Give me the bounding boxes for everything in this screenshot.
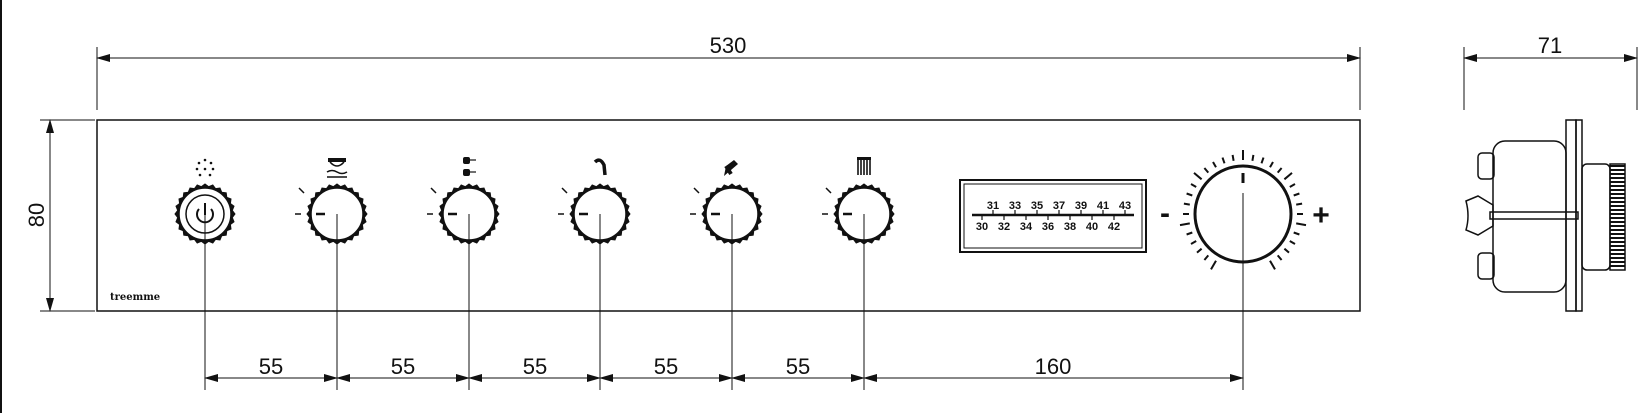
scale-tick-label-bottom: 30 [976,221,988,233]
thermostat-plus: + [1312,199,1330,232]
knob-outlet-3[interactable] [558,158,631,245]
scale-tick-label-top: 41 [1097,200,1109,212]
scale-tick-label-bottom: 32 [998,221,1010,233]
panel-outline [96,119,1361,312]
connector-bottom [1477,252,1495,280]
on-mark [561,187,568,194]
height-label: 80 [24,203,49,227]
scale-tick-label-top: 35 [1031,200,1043,212]
scale-tick-label-top: 31 [987,200,999,212]
side-view: 71 [1463,33,1638,312]
thermostat-dial[interactable]: - + [1160,150,1330,270]
scale-tick-label-bottom: 38 [1064,221,1076,233]
spacing-label-2: 55 [391,354,415,379]
scale-bottom-row: 30 32 34 36 38 40 42 [976,215,1120,233]
housing-body [1492,140,1567,293]
scale-tick-label-top: 43 [1119,200,1131,212]
middle-valve [1465,195,1494,236]
shower-spray-icon [195,158,215,177]
spacing-label-5: 55 [786,354,810,379]
thermostat-tick-ring [1179,150,1307,270]
scale-tick-label-bottom: 40 [1086,221,1098,233]
on-mark [693,187,700,194]
dial-knurl [1609,163,1626,271]
spacing-label-1: 55 [259,354,283,379]
depth-dimension: 71 [1463,33,1638,110]
scale-top-row: 31 33 35 37 39 41 43 [987,200,1131,215]
spacing-label-3: 55 [523,354,547,379]
on-mark [430,187,437,194]
overall-width-label: 530 [710,33,747,58]
scale-tick-label-top: 39 [1075,200,1087,212]
depth-label: 71 [1538,33,1562,58]
knob-outlet-1[interactable] [295,158,368,245]
knob-outlet-4[interactable] [690,160,763,245]
panel-face-side [1575,119,1583,312]
scale-tick-label-top: 33 [1009,200,1021,212]
scale-tick-label-bottom: 34 [1020,221,1033,233]
scale-tick-label-bottom: 42 [1108,221,1120,233]
brand-logo: treemme [110,292,160,303]
on-mark [825,187,832,194]
connector-top [1477,152,1495,180]
scale-tick-label-bottom: 36 [1042,221,1054,233]
width-dimension: 530 [96,33,1361,110]
knob-outlet-2[interactable] [427,157,500,245]
scale-tick-label-top: 37 [1053,200,1065,212]
thermostat-minus: - [1160,197,1170,230]
dial-knob-side [1581,163,1611,271]
spacing-label-6: 160 [1035,354,1072,379]
panel-plate-side [1565,119,1577,312]
height-dimension: 80 [24,119,95,312]
spacing-label-4: 55 [654,354,678,379]
centre-shaft [1489,211,1579,220]
centre-lines [204,193,1244,390]
knob-outlet-5[interactable] [822,157,895,245]
front-view: 530 80 treemme 31 33 35 37 39 41 43 30 32 34 36 38… [24,33,1361,390]
on-mark [298,187,305,194]
spacing-dimensions: 55 55 55 55 55 160 [204,354,1244,382]
hand-shower-icon [593,158,607,176]
knob-row [174,157,895,245]
waterfall-icon [326,158,348,178]
body-jets-icon [463,157,476,176]
bath-filler-icon [857,157,871,175]
temperature-window: 31 33 35 37 39 41 43 30 32 34 36 38 40 42 [959,179,1147,253]
overhead-shower-icon [724,160,738,176]
